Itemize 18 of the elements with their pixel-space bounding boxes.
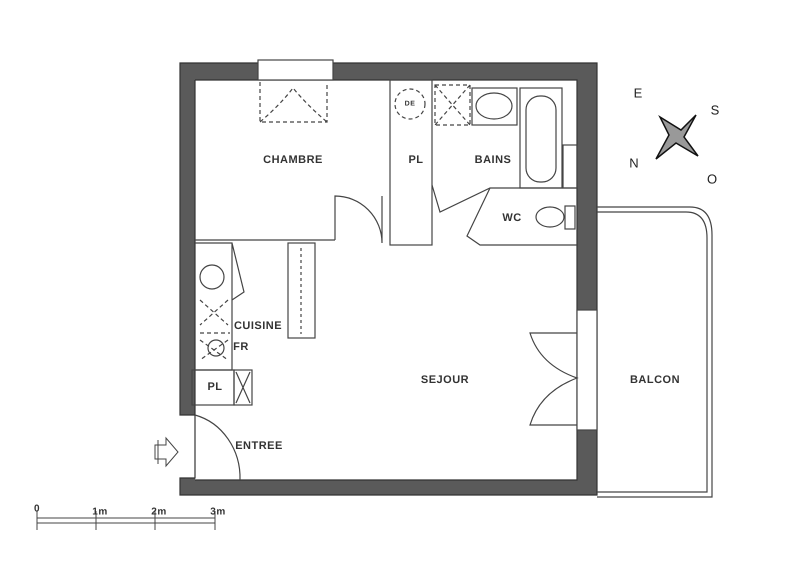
compass-label: E [634,86,642,100]
compass-label: S [710,102,720,118]
compass-label: N [629,156,639,170]
compass-label: O [706,172,718,186]
room-label: CUISINE [234,320,282,332]
room-label: PL [207,381,223,393]
room-label: CHAMBRE [263,154,323,166]
scale-label: 2m [151,506,167,518]
scale-label: 1m [92,506,108,518]
room-label: WC [502,212,522,224]
scale-label: 0 [34,504,40,514]
room-label: BAINS [474,154,512,166]
room-label: BALCON [630,374,680,386]
room-label: SEJOUR [420,374,470,386]
scale-label: 3m [210,506,226,518]
appliance-label: FR [233,341,249,353]
room-label: PL [408,154,424,166]
room-label: ENTREE [235,440,283,452]
